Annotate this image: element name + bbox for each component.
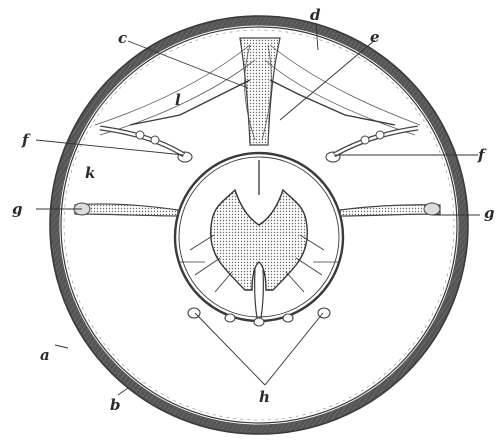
dorsal-septum bbox=[130, 38, 395, 145]
label-a: a bbox=[40, 346, 50, 364]
denticulate-ligament-right bbox=[340, 203, 440, 216]
label-d: d bbox=[310, 6, 321, 24]
denticulate-ligament-left bbox=[74, 203, 178, 216]
label-b: b bbox=[110, 396, 121, 414]
label-g-left: g bbox=[12, 200, 23, 218]
label-f-right: f bbox=[477, 146, 487, 164]
label-g-right: g bbox=[484, 204, 495, 222]
label-c: c bbox=[118, 29, 127, 47]
label-h: h bbox=[259, 388, 270, 406]
ventral-fissure bbox=[255, 270, 264, 318]
label-f-left: f bbox=[21, 131, 31, 149]
label-l: l bbox=[175, 91, 181, 109]
label-k: k bbox=[85, 164, 95, 182]
label-e: e bbox=[370, 28, 380, 46]
grey-matter bbox=[180, 190, 338, 292]
